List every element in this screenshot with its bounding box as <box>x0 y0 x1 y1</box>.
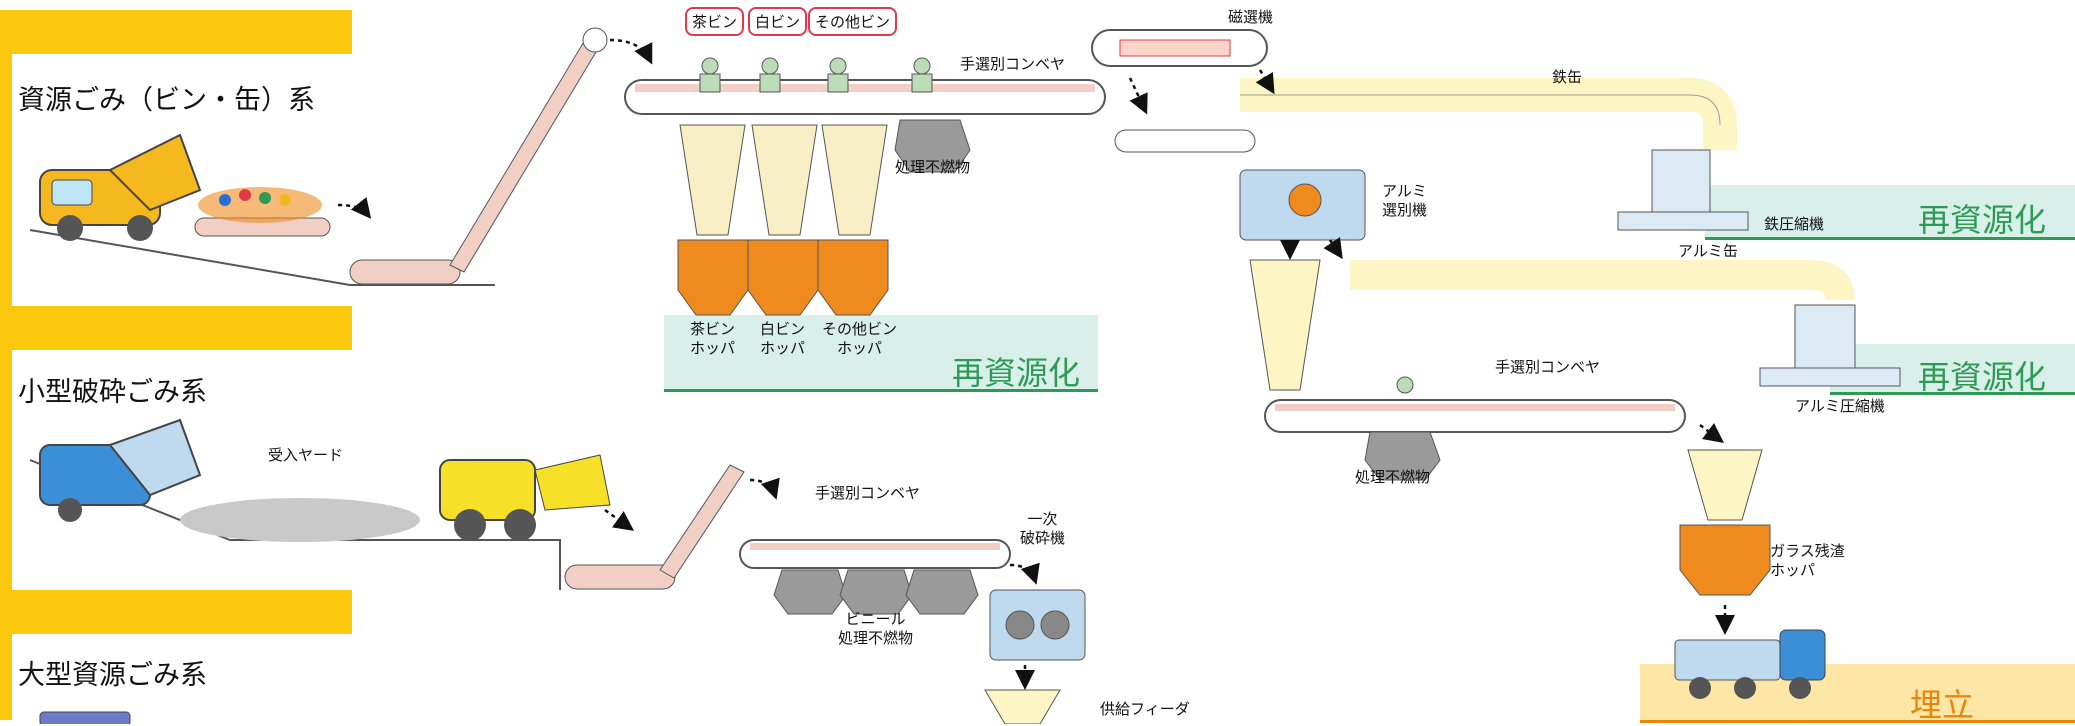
aluminum-separator <box>1239 169 1366 241</box>
tag-other-bottle: その他ビン <box>808 7 898 36</box>
label-hand-conveyor-3: 手選別コンベヤ <box>815 484 921 502</box>
bottle-receiving-conveyor <box>194 187 331 237</box>
label-primary-crusher: 一次破砕機 <box>1020 510 1066 547</box>
section-band-1 <box>0 10 352 54</box>
label-aluminum-separator: アルミ選別機 <box>1382 182 1428 219</box>
dump-truck-blue <box>39 418 202 522</box>
landfill-truck-blue <box>1674 629 1826 699</box>
noncombustible-bin-1 <box>894 119 971 173</box>
bottle-hoppers <box>677 239 889 316</box>
steel-press <box>1617 149 1749 231</box>
label-magnetic-separator: 磁選機 <box>1228 8 1274 26</box>
magnetic-separator <box>1091 29 1268 67</box>
aluminum-can-path <box>1350 260 1855 302</box>
hand-sorting-conveyor-2 <box>1264 376 1686 433</box>
recycle-box-bottles <box>664 315 1098 392</box>
tag-white-bottle: 白ビン <box>748 7 808 36</box>
glass-chute <box>1249 259 1321 391</box>
receiving-yard-pile <box>180 498 420 542</box>
steel-can-path <box>1240 78 1737 150</box>
inclined-conveyor-1 <box>349 27 608 285</box>
secondary-conveyor <box>1114 129 1256 153</box>
hand-sorting-conveyor-3 <box>739 539 1011 569</box>
inclined-conveyor-2 <box>564 464 745 590</box>
label-noncombustible-1: 処理不燃物 <box>895 158 971 176</box>
ground-line-1 <box>29 229 495 286</box>
dump-truck-purple <box>39 711 131 724</box>
label-recycle-steel: 再資源化 <box>1918 201 2047 239</box>
section-band-3 <box>0 590 352 634</box>
label-white-hopper: 白ビンホッパ <box>760 320 806 357</box>
hand-sorting-conveyor-1 <box>624 79 1106 115</box>
glass-hopper <box>1679 449 1771 596</box>
section-title-large: 大型資源ごみ系 <box>18 660 207 691</box>
label-steel-can: 鉄缶 <box>1552 68 1583 86</box>
supply-feeder-funnel <box>984 689 1061 724</box>
crush-noncombustible-bins <box>773 569 979 615</box>
recycle-box-steel <box>1705 185 2075 240</box>
label-noncombustible-2: 処理不燃物 <box>1355 468 1431 486</box>
tag-brown-bottle: 茶ビン <box>685 7 745 36</box>
dump-truck-yellow <box>39 133 202 241</box>
section-title-small-crush: 小型破砕ごみ系 <box>18 377 207 408</box>
primary-crusher <box>989 589 1086 661</box>
label-aluminum-press: アルミ圧縮機 <box>1795 397 1885 415</box>
label-hand-conveyor-1: 手選別コンベヤ <box>960 55 1066 73</box>
label-recycle-aluminum: 再資源化 <box>1918 358 2047 396</box>
label-supply-feeder: 供給フィーダ <box>1100 700 1190 718</box>
label-recycle-bottles: 再資源化 <box>952 354 1081 392</box>
noncombustible-bin-2 <box>1364 431 1441 481</box>
bottle-funnels <box>679 124 888 236</box>
label-vinyl-noncombustible: ビニール処理不燃物 <box>838 610 914 647</box>
label-landfill: 埋立 <box>1910 686 1975 724</box>
label-brown-hopper: 茶ビンホッパ <box>690 320 736 357</box>
section-title-bottle-can: 資源ごみ（ビン・缶）系 <box>18 85 315 116</box>
label-other-hopper: その他ビンホッパ <box>822 320 898 357</box>
label-receiving-yard: 受入ヤード <box>268 446 344 464</box>
label-aluminum-can: アルミ缶 <box>1678 242 1738 260</box>
label-hand-conveyor-2: 手選別コンベヤ <box>1495 358 1601 376</box>
section-band-2 <box>0 306 352 350</box>
label-steel-press: 鉄圧縮機 <box>1764 215 1825 233</box>
sorting-workers-1 <box>699 57 933 93</box>
left-accent-bar <box>0 10 12 720</box>
label-glass-hopper: ガラス残渣ホッパ <box>1770 542 1845 579</box>
aluminum-press <box>1759 304 1901 387</box>
wheel-loader <box>439 454 611 541</box>
